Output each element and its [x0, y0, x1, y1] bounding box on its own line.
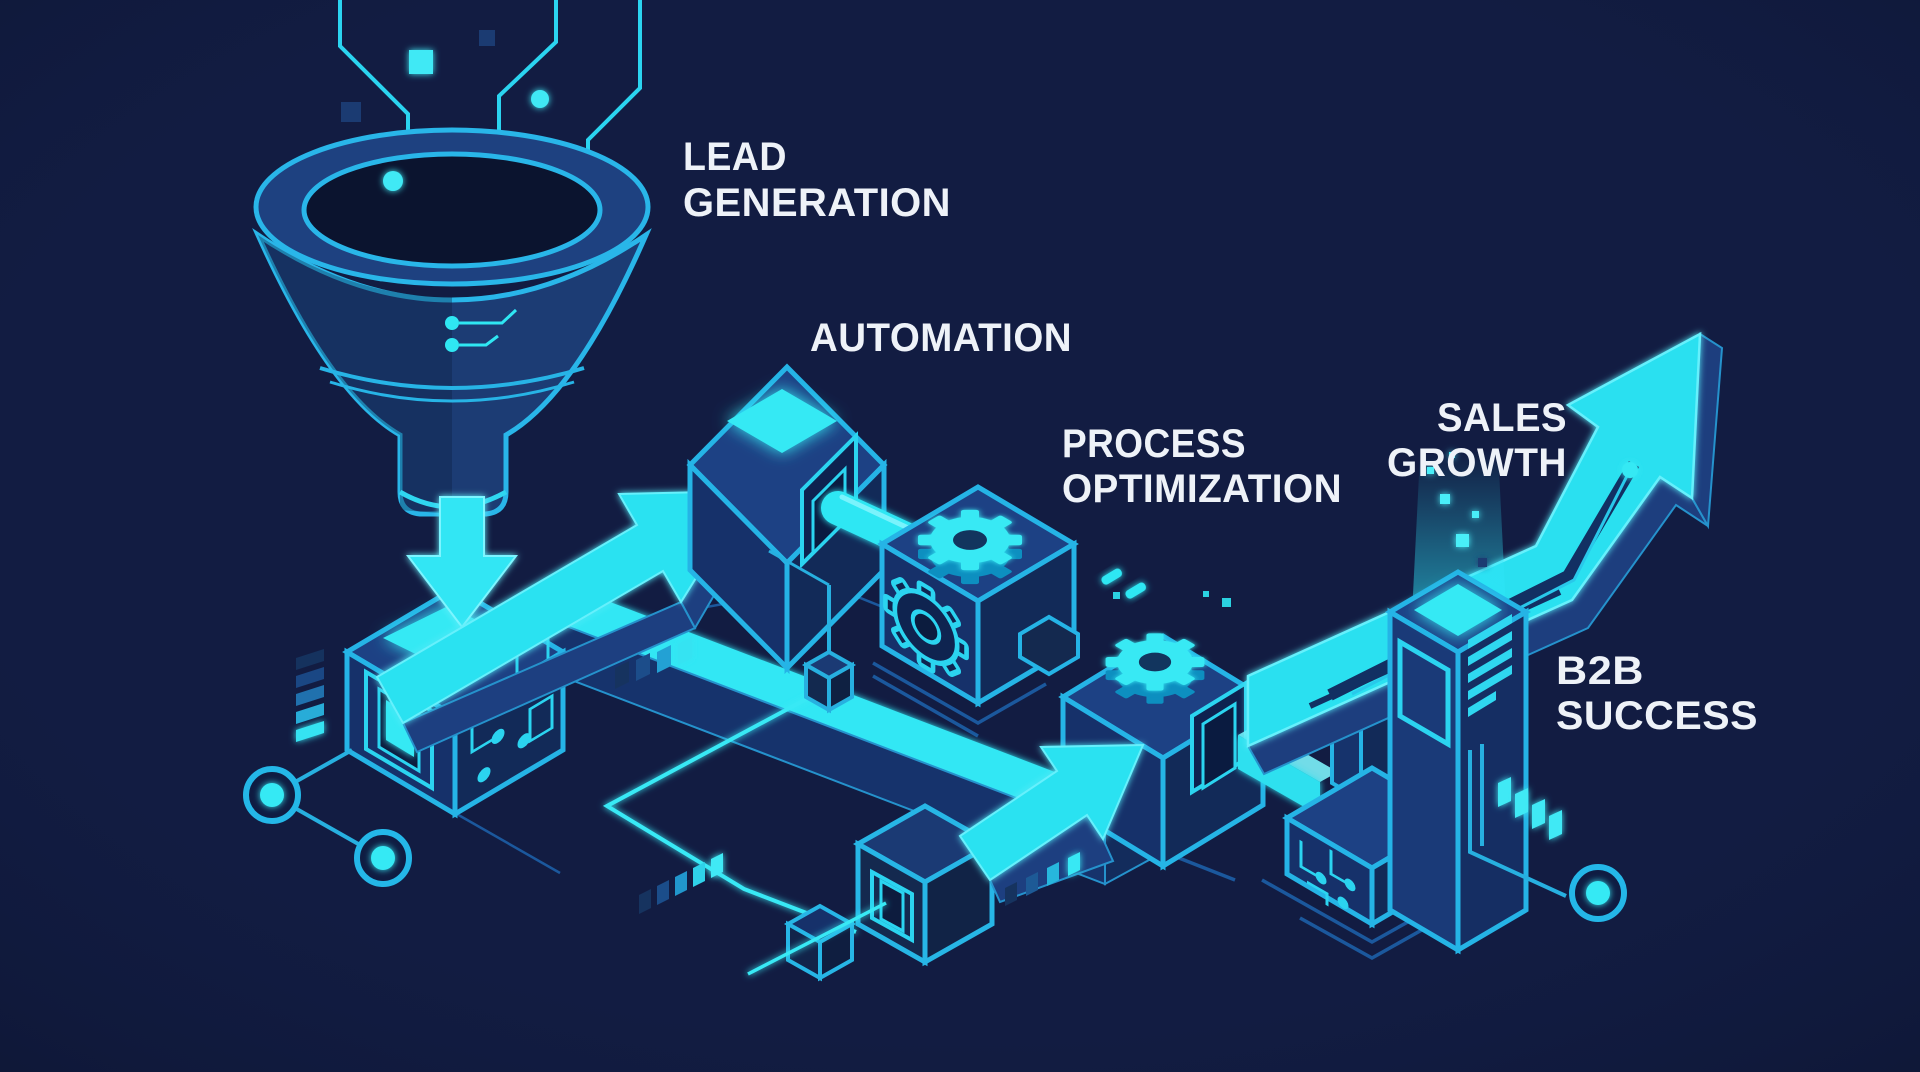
stage-labels: LEAD GENERATION AUTOMATION PROCESS OPTIM…	[683, 135, 1758, 738]
glow-input-line	[747, 901, 887, 976]
label-sales-growth-line2: GROWTH	[1387, 441, 1567, 485]
server-bars	[1468, 614, 1512, 717]
label-lead-generation-line2: GENERATION	[683, 181, 951, 225]
glow-accents	[1101, 568, 1231, 607]
glow-route	[602, 549, 857, 934]
label-process-optimization-line1: PROCESS	[1062, 422, 1246, 466]
gear-cube-icon	[877, 484, 1079, 708]
node-dot-icon	[243, 766, 412, 887]
node-route	[1468, 744, 1567, 898]
beam-particles	[1427, 452, 1487, 567]
gear-outline-icon	[885, 562, 966, 692]
server-tower-icon	[1385, 450, 1531, 955]
label-automation: AUTOMATION	[810, 316, 1072, 360]
hex-plate-icon	[1018, 614, 1080, 677]
gear-icon	[1105, 633, 1205, 704]
down-arrow-icon	[405, 496, 519, 629]
label-lead-generation-line1: LEAD	[683, 135, 787, 179]
node-dot-icon-3	[1569, 864, 1627, 922]
port-cube-icon	[747, 803, 998, 976]
flow-arrow-icon-2	[958, 743, 1145, 904]
funnel-icon	[252, 127, 652, 517]
dash-marks	[296, 637, 1562, 914]
gear-icon	[918, 509, 1022, 585]
light-beam	[1412, 450, 1506, 614]
mini-cube-icon	[783, 903, 857, 982]
label-b2b-success-line2: SUCCESS	[1556, 694, 1758, 738]
label-process-optimization-line2: OPTIMIZATION	[1062, 467, 1342, 511]
funnel-circuit-dots	[445, 308, 518, 352]
label-sales-growth-line1: SALES	[1437, 396, 1567, 440]
circuit-pattern	[1299, 839, 1356, 910]
label-b2b-success-line1: B2B	[1556, 649, 1644, 693]
hanging-cube-icon	[801, 649, 857, 714]
